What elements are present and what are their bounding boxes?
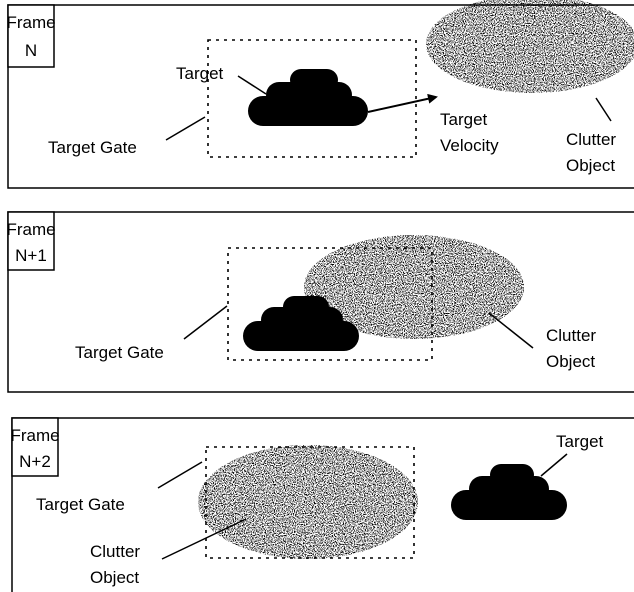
frame-label-line2: N+2 bbox=[19, 452, 51, 471]
frame-label-line1: Frame bbox=[10, 426, 59, 445]
frame-label-box bbox=[11, 417, 59, 477]
target-velocity-arrow bbox=[367, 93, 438, 113]
target-gate-label: Target Gate bbox=[48, 138, 137, 157]
panel-frame-n-plus-1: Frame N+1 Target Gate Clutter Object bbox=[6, 211, 634, 393]
frame-label-box bbox=[7, 4, 55, 68]
target-blob bbox=[451, 464, 567, 520]
target-gate-label: Target Gate bbox=[36, 495, 125, 514]
panel-border bbox=[7, 4, 634, 189]
clutter-label-line2: Object bbox=[90, 568, 139, 587]
target-leader bbox=[540, 453, 568, 477]
frame-label-line1: Frame bbox=[6, 13, 55, 32]
clutter-leader bbox=[595, 97, 612, 122]
target-label: Target bbox=[556, 432, 604, 451]
target-gate-box bbox=[227, 247, 433, 361]
clutter-object bbox=[426, 0, 634, 93]
clutter-label-line2: Object bbox=[546, 352, 595, 371]
clutter-leader bbox=[161, 518, 247, 560]
frame-label-line2: N bbox=[25, 41, 37, 60]
target-label: Target bbox=[176, 64, 224, 83]
target-blob bbox=[243, 296, 359, 351]
clutter-label-line1: Clutter bbox=[546, 326, 596, 345]
clutter-object bbox=[304, 235, 524, 339]
target-gate-leader bbox=[183, 305, 228, 340]
target-gate-leader bbox=[165, 116, 206, 141]
panel-frame-n-plus-2: Frame N+2 Target Target Gate Clutter Obj… bbox=[10, 417, 634, 592]
frame-label-box bbox=[7, 211, 55, 271]
target-gate-box bbox=[207, 39, 417, 158]
target-leader bbox=[237, 75, 267, 95]
target-blob bbox=[248, 69, 368, 126]
frame-label-line2: N+1 bbox=[15, 246, 47, 265]
target-velocity-label-line1: Target bbox=[440, 110, 488, 129]
clutter-object bbox=[198, 445, 418, 559]
frame-label-line1: Frame bbox=[6, 220, 55, 239]
panel-frame-n: Frame N Target Target Gate Target Veloci… bbox=[6, 0, 634, 189]
panel-border bbox=[7, 211, 634, 393]
clutter-leader bbox=[488, 312, 534, 349]
clutter-label-line1: Clutter bbox=[566, 130, 616, 149]
target-velocity-label-line2: Velocity bbox=[440, 136, 499, 155]
clutter-label-line2: Object bbox=[566, 156, 615, 175]
target-gate-label: Target Gate bbox=[75, 343, 164, 362]
target-gate-leader bbox=[157, 461, 203, 489]
clutter-label-line1: Clutter bbox=[90, 542, 140, 561]
